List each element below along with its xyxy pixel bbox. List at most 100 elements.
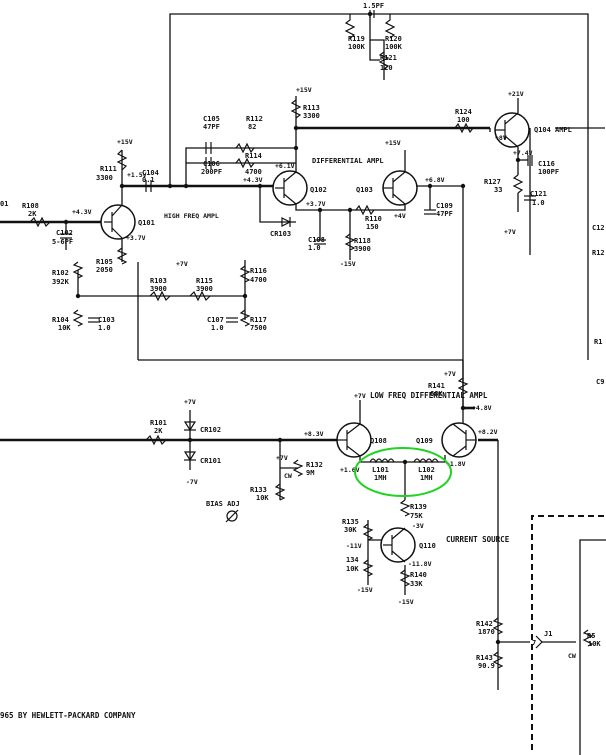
r102-ref: R102 [52, 269, 69, 277]
r111-resistor: +15V R111 3300 [96, 138, 133, 182]
r140-ref: R140 [410, 571, 427, 579]
q101-emitter-v: +3.7V [126, 234, 146, 242]
r133-potentiometer: R133 10K [250, 483, 286, 502]
r105-ref: R105 [96, 258, 113, 266]
r119-ref: R119 [348, 35, 365, 43]
r120-value: 100K [385, 43, 403, 51]
cr102-diode: CR102 [183, 421, 221, 434]
r119-resistor: R119 100K [344, 14, 366, 51]
c116-ref: C116 [538, 160, 555, 168]
r104-ref: R104 [52, 316, 69, 324]
l102-value: 1MH [420, 474, 433, 482]
cr103-ref: CR103 [270, 230, 291, 238]
c103-ref: C103 [98, 316, 115, 324]
r143-ref: R143 [476, 654, 493, 662]
q109-emitter-v: +1.8V [446, 460, 466, 468]
p15v-c: +15V [385, 139, 401, 147]
c102-ref: C102 [56, 229, 73, 237]
cr101-diode: CR101 [183, 451, 221, 465]
m15v-b: -15V [357, 586, 373, 594]
c106-ref: C106 [203, 160, 220, 168]
l102-inductor: L102 1MH [413, 458, 439, 482]
q101-collector-v: +1.5V [127, 171, 147, 179]
r118-ref: R118 [354, 237, 371, 245]
q101-transistor: Q101 HIGH FREQ AMPL +3.7V +4.3V [72, 204, 219, 242]
c108-capacitor: C108 1.0 [308, 236, 326, 252]
r121-resistor: R121 120 [378, 51, 397, 72]
l101-ref: L101 [372, 466, 389, 474]
r117-resistor: R117 7500 [239, 309, 267, 332]
r133-value: 10K [256, 494, 269, 502]
r127-resistor: R127 33 [484, 174, 524, 194]
c105-capacitor: C105 47PF [203, 115, 220, 154]
q104-ref: Q104 [534, 126, 551, 134]
r108-value: 2K [28, 210, 37, 218]
r103-ref: R103 [150, 277, 167, 285]
r103-value: 3900 [150, 285, 167, 293]
r142-resistor: R142 1870 [476, 617, 504, 636]
p7v-a: +7V [504, 228, 516, 236]
r110-resistor: R110 150 [355, 204, 382, 231]
r139-ref: R139 [410, 503, 427, 511]
j1-pin: 7 [532, 639, 536, 647]
q104-transistor: +21V +8V Q104 AMPL +7.4V [494, 90, 572, 175]
edge-input-label: 01 [0, 200, 8, 208]
c103-value: 1.0 [98, 324, 111, 332]
r102-value: 392K [52, 278, 70, 286]
q102-collector-v: +6.1V [275, 162, 295, 170]
c104-value: 0.1 [142, 176, 155, 184]
edge-c9: C9 [596, 378, 604, 386]
r108-resistor: R108 2K [22, 202, 51, 228]
edge-r13: R1 [594, 338, 602, 346]
c102-value: 5-6PF [52, 238, 73, 246]
cr101-ref: CR101 [200, 457, 221, 465]
c107-value: 1.0 [211, 324, 224, 332]
r134-resistor: 134 10K -15V [346, 556, 374, 594]
q102-base-v: +4.3V [243, 176, 263, 184]
r120-resistor: R120 100K [384, 14, 403, 51]
enclosure-inner [579, 539, 606, 755]
r104-resistor: R104 10K [52, 309, 84, 332]
j1-ref: J1 [544, 630, 552, 638]
q103-emitter-v: +4V [394, 212, 406, 220]
r105-value: 2050 [96, 266, 113, 274]
m7v: -7V [186, 478, 198, 486]
r5-value: 10K [588, 640, 601, 648]
r5-ref: R5 [587, 632, 595, 640]
c106-capacitor: C106 200PF [201, 157, 222, 176]
q102-ref: Q102 [310, 186, 327, 194]
r119-value: 100K [348, 43, 366, 51]
r111-ref: R111 [100, 165, 117, 173]
c107-ref: C107 [207, 316, 224, 324]
r117-ref: R117 [250, 316, 267, 324]
r116-value: 4700 [250, 276, 267, 284]
q110-transistor: Q110 -11V -11.8V [346, 527, 436, 568]
c102-capacitor: C102 5-6PF [52, 222, 73, 250]
q102-transistor: Q102 +6.1V +4.3V +3.7V [243, 162, 327, 208]
highlight-ellipse [354, 447, 452, 497]
l101-inductor: L101 1MH [369, 458, 395, 482]
r116-resistor: R116 4700 [239, 265, 267, 284]
r114-resistor: R114 4700 [235, 152, 262, 176]
r102-resistor: R102 392K [52, 261, 84, 286]
r135-resistor: R135 30K [342, 518, 374, 541]
q110-base-v: -11V [346, 542, 362, 550]
r108-ref: R108 [22, 202, 39, 210]
r117-value: 7500 [250, 324, 267, 332]
r112-resistor: R112 82 [235, 115, 263, 154]
c109-ref: C109 [436, 202, 453, 210]
c108-value: 1.0 [308, 244, 321, 252]
q104-base-v: +8V [495, 134, 507, 142]
r139-resistor: R139 75K -3V [399, 499, 427, 530]
c103-capacitor: C103 1.0 [88, 316, 115, 332]
r112-value: 82 [248, 123, 256, 131]
r124-resistor: R124 100 [454, 108, 474, 134]
c108-ref: C108 [308, 236, 325, 244]
c104-capacitor: C104 0.1 [142, 169, 159, 192]
c120-value: 1.5PF [363, 2, 384, 10]
junctions [63, 11, 521, 645]
r114-value: 4700 [245, 168, 262, 176]
q103-ref: Q103 [356, 186, 373, 194]
bias-adj-icon[interactable] [225, 509, 239, 523]
